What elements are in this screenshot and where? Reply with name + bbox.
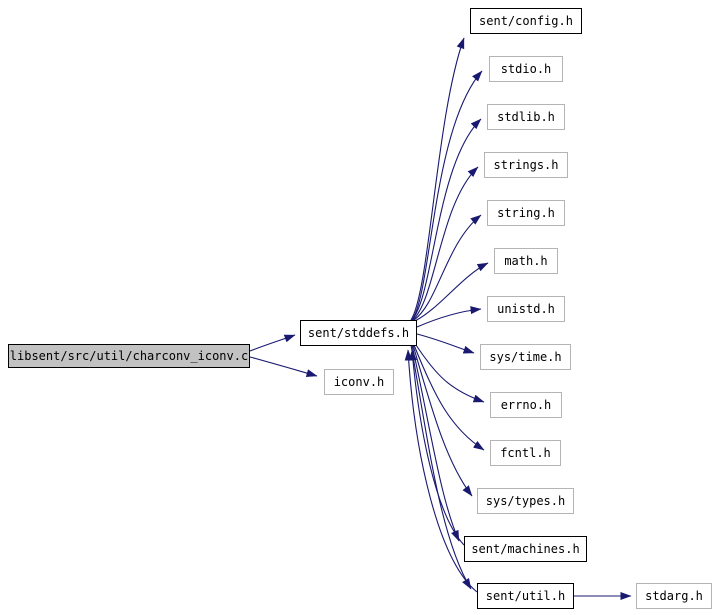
edge-stddefs-to-strings	[412, 166, 479, 321]
edge-util-to-stddefs	[404, 349, 478, 593]
node-math-h: math.h	[494, 248, 558, 274]
node-sys-types-h: sys/types.h	[477, 488, 574, 514]
edge-stddefs-to-math	[414, 262, 489, 322]
node-errno-h: errno.h	[490, 392, 562, 418]
node-stdarg-h: stdarg.h	[636, 583, 712, 609]
node-sent-machines-h[interactable]: sent/machines.h	[464, 536, 587, 562]
node-string-h: string.h	[487, 200, 565, 226]
edge-stddefs-to-machines	[411, 344, 460, 542]
edge-stddefs-to-config	[410, 37, 465, 321]
edge-stddefs-to-stdlib	[411, 118, 482, 321]
edge-stddefs-to-systypes	[412, 344, 473, 497]
edge-charconv-to-iconv	[249, 356, 318, 377]
edge-stddefs-to-stdio	[411, 70, 483, 321]
node-fcntl-h: fcntl.h	[490, 440, 561, 466]
node-strings-h: strings.h	[484, 152, 568, 178]
node-sent-util-h[interactable]: sent/util.h	[477, 583, 574, 609]
edge-stddefs-to-systime	[416, 333, 475, 354]
node-stdlib-h: stdlib.h	[487, 104, 565, 130]
edge-stddefs-to-string	[413, 214, 482, 321]
edge-stddefs-to-unistd	[416, 306, 482, 328]
node-stdio-h: stdio.h	[489, 56, 563, 82]
edge-machines-to-stddefs	[408, 349, 465, 546]
node-iconv-h: iconv.h	[324, 369, 394, 395]
edge-charconv-to-stddefs	[249, 334, 296, 352]
node-unistd-h: unistd.h	[487, 296, 565, 322]
node-sent-config-h[interactable]: sent/config.h	[470, 8, 582, 34]
edge-stddefs-to-errno	[415, 344, 485, 403]
node-sent-stddefs-h[interactable]: sent/stddefs.h	[300, 320, 417, 346]
node-charconv-iconv-c: libsent/src/util/charconv_iconv.c	[8, 344, 250, 368]
node-sys-time-h: sys/time.h	[480, 344, 571, 370]
edge-stddefs-to-util	[410, 344, 472, 590]
edge-stddefs-to-fcntl	[413, 344, 485, 451]
